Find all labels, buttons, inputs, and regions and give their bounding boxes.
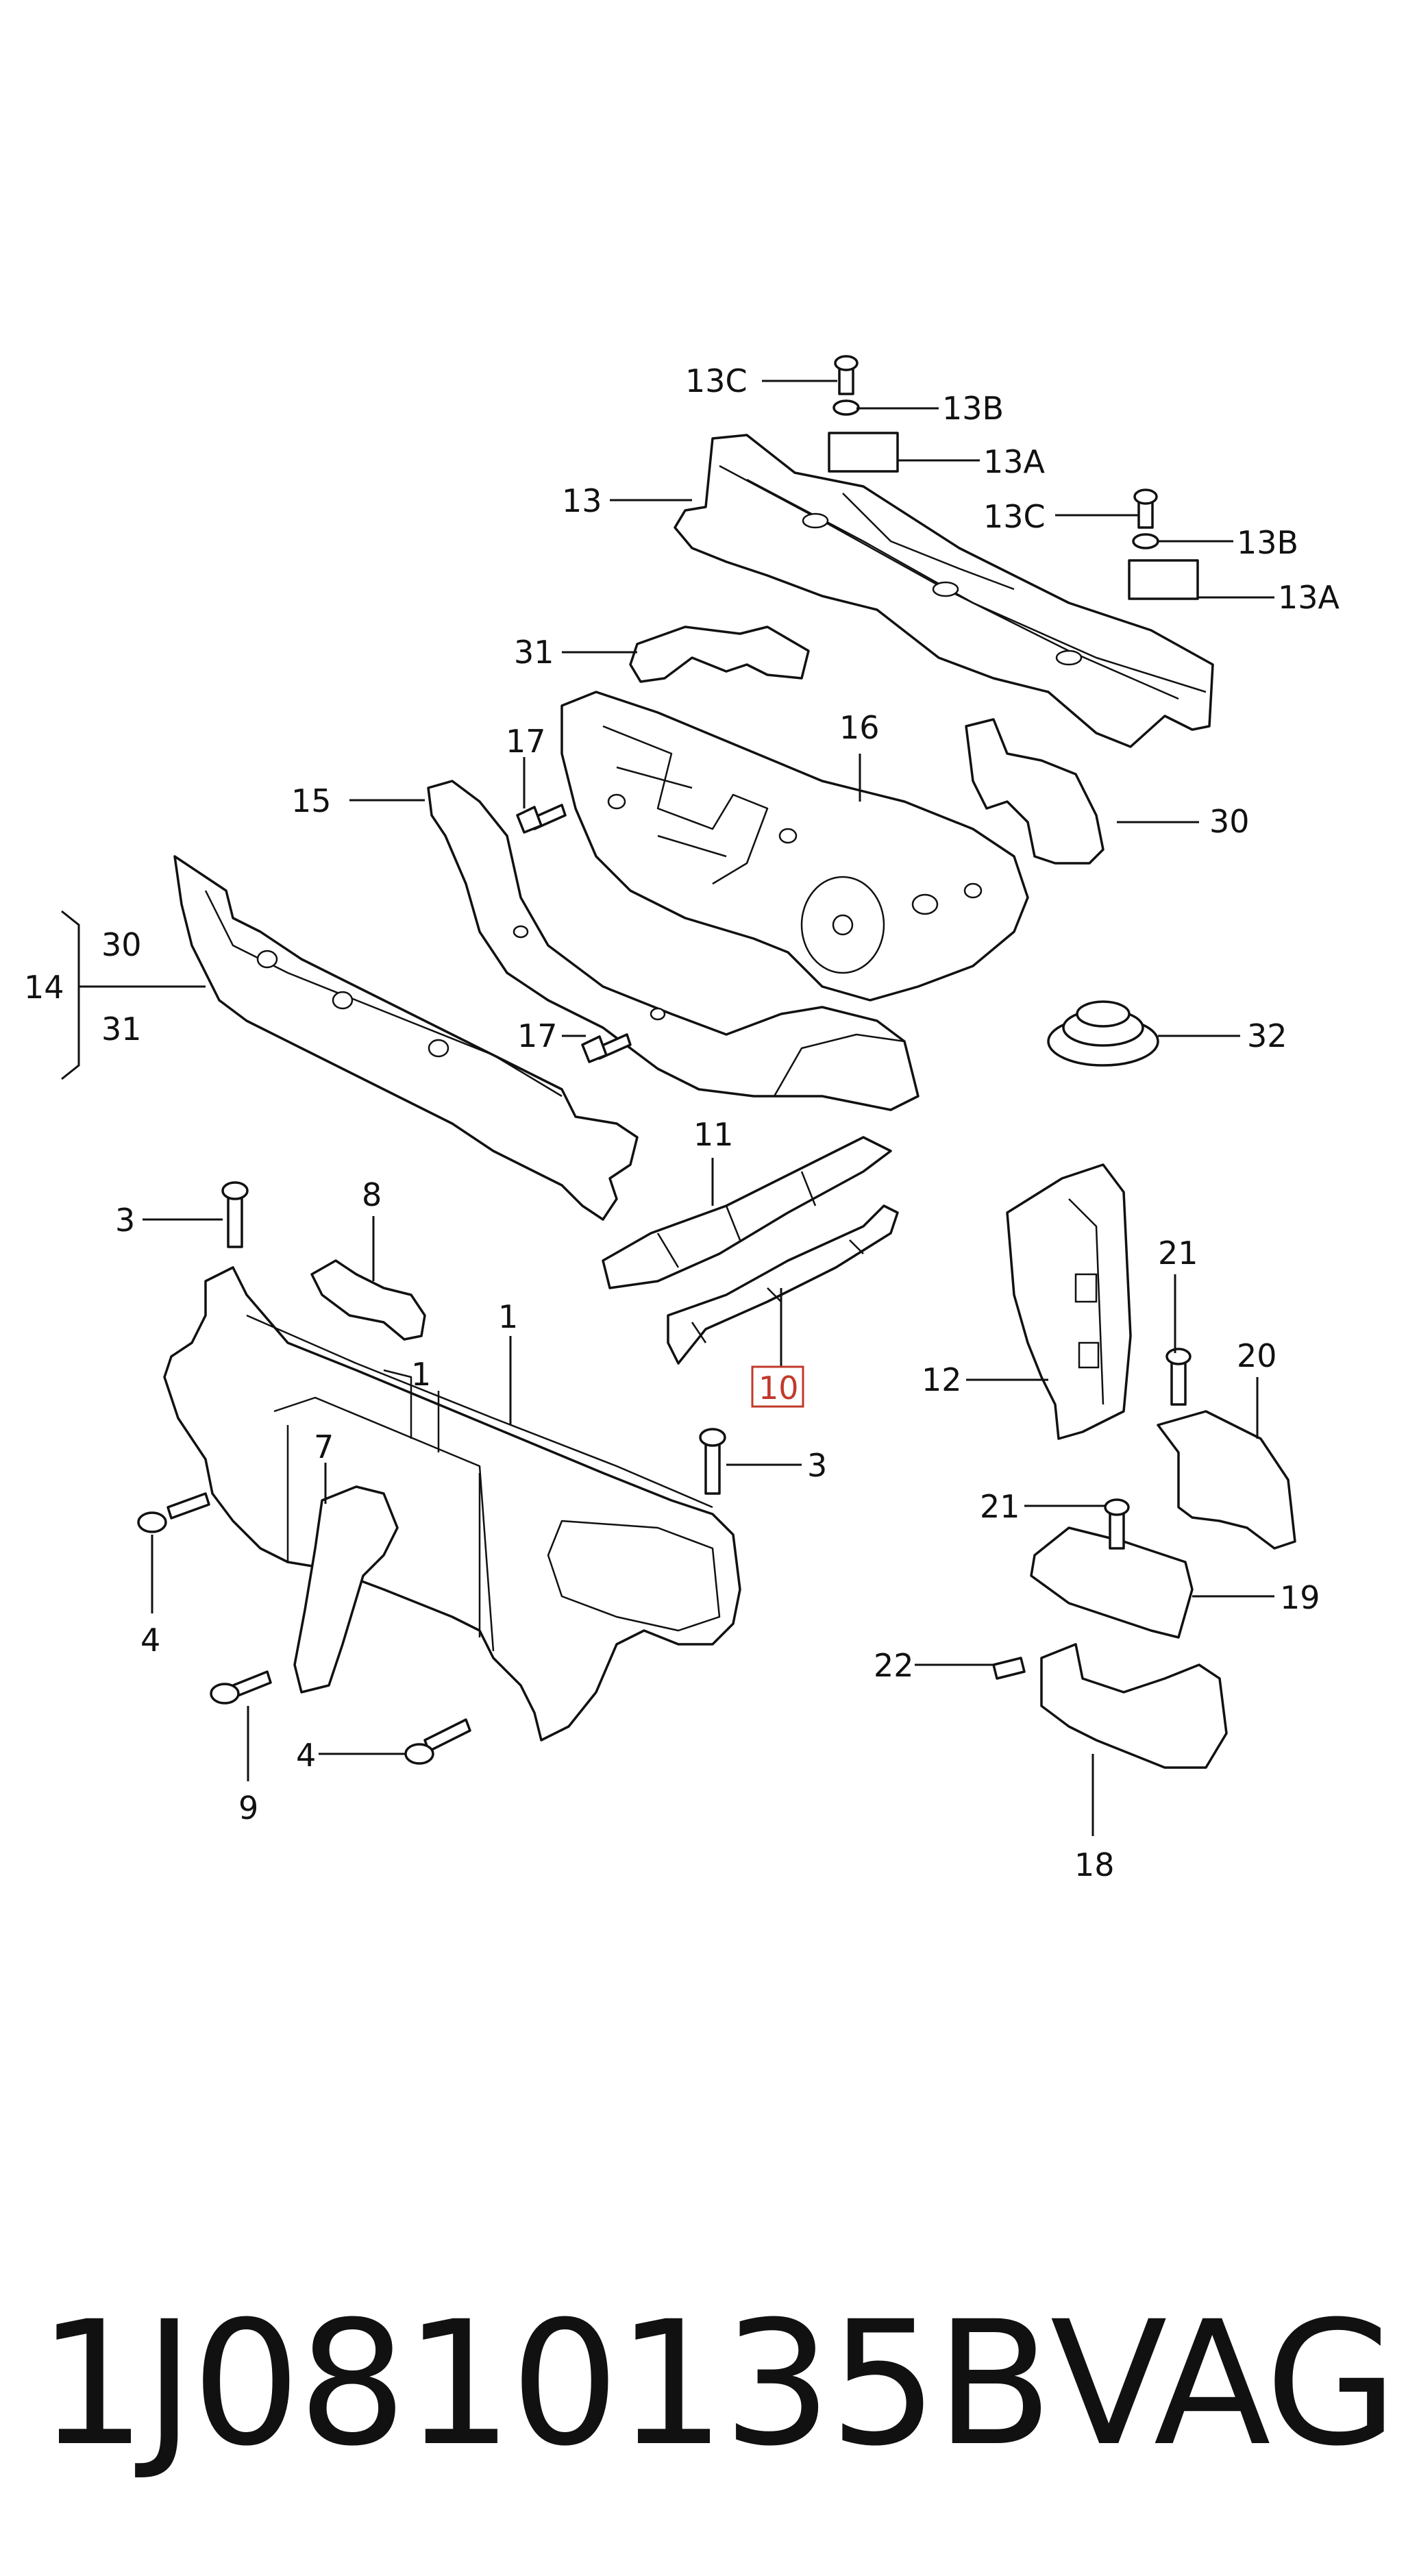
callout-1-b[interactable]: 1 xyxy=(411,1356,431,1393)
callout-13a-b[interactable]: 13A xyxy=(1278,579,1340,616)
callout-32[interactable]: 32 xyxy=(1247,1017,1287,1054)
part-17-screw-a xyxy=(516,804,567,834)
callout-19[interactable]: 19 xyxy=(1280,1579,1320,1616)
part-3-screw-b xyxy=(699,1428,726,1495)
part-12-side-plate xyxy=(1006,1163,1132,1440)
part-3-screw-a xyxy=(221,1181,249,1248)
svg-text:10: 10 xyxy=(758,1370,799,1407)
brand-label: VAG xyxy=(1050,2284,1398,2484)
leader-lines xyxy=(61,380,1274,1836)
part-19-bracket xyxy=(1030,1526,1194,1639)
part-14-bulkhead-insulation xyxy=(173,855,639,1221)
callout-11[interactable]: 11 xyxy=(693,1116,734,1153)
callout-31-left[interactable]: 31 xyxy=(101,1011,142,1048)
callout-3-b[interactable]: 3 xyxy=(807,1447,827,1484)
callout-3-a[interactable]: 3 xyxy=(115,1202,135,1239)
callout-30-left[interactable]: 30 xyxy=(101,926,142,963)
callout-4-b[interactable]: 4 xyxy=(296,1737,316,1774)
callout-17-a[interactable]: 17 xyxy=(506,723,546,760)
part-30-bracket xyxy=(965,718,1105,865)
part-13-cowl-panel xyxy=(674,432,1214,748)
callout-16[interactable]: 16 xyxy=(839,709,880,746)
callout-21-b[interactable]: 21 xyxy=(980,1488,1020,1525)
part-21-screw-b xyxy=(1104,1498,1130,1550)
part-13b-washer-b xyxy=(1132,533,1159,549)
callout-13a-a[interactable]: 13A xyxy=(983,443,1046,480)
part-10-reinforcement[interactable] xyxy=(667,1204,899,1365)
part-8-clip xyxy=(310,1259,426,1341)
part-9-screw xyxy=(210,1670,272,1705)
part-18-bracket xyxy=(1040,1643,1228,1769)
callout-12[interactable]: 12 xyxy=(922,1361,962,1398)
callout-30-right[interactable]: 30 xyxy=(1209,803,1250,840)
callout-1-a[interactable]: 1 xyxy=(498,1298,518,1335)
callout-13c-a[interactable]: 13C xyxy=(685,362,748,399)
callout-4-a[interactable]: 4 xyxy=(140,1622,160,1659)
part-13a-clip-b xyxy=(1128,559,1199,600)
part-22-screw xyxy=(992,1657,1026,1680)
callout-8[interactable]: 8 xyxy=(362,1176,382,1213)
callout-13b-a[interactable]: 13B xyxy=(942,390,1004,427)
part-20-bracket xyxy=(1157,1410,1296,1550)
part-13c-screw-a xyxy=(834,355,859,395)
part-13b-washer-a xyxy=(832,399,860,416)
callout-17-b[interactable]: 17 xyxy=(517,1017,558,1054)
callout-15[interactable]: 15 xyxy=(291,782,332,819)
part-16-bulkhead-mat xyxy=(560,691,1029,1002)
part-15-bulkhead-cover xyxy=(427,780,920,1111)
part-1-front-panel xyxy=(163,1266,741,1742)
callout-31-top[interactable]: 31 xyxy=(514,634,554,671)
footer: 1J0810135B VAG xyxy=(38,2281,1398,2487)
part-17-screw-b xyxy=(581,1033,632,1063)
callout-13[interactable]: 13 xyxy=(562,482,602,519)
part-number: 1J0810135B xyxy=(38,2284,1053,2484)
callout-18[interactable]: 18 xyxy=(1074,1846,1115,1883)
part-4-screw-b xyxy=(404,1718,471,1765)
part-31-insulation-top xyxy=(629,626,810,683)
part-4-screw-a xyxy=(137,1492,210,1533)
callout-13b-b[interactable]: 13B xyxy=(1237,524,1298,561)
callout-9[interactable]: 9 xyxy=(238,1789,258,1826)
callout-labels: 13C 13B 13A 13 13C 13B 13A 31 16 17 15 3… xyxy=(24,362,1340,1883)
part-21-screw-a xyxy=(1165,1348,1192,1406)
callout-10-highlighted[interactable]: 10 xyxy=(751,1365,804,1408)
part-7-center-strut xyxy=(293,1485,399,1694)
part-13a-clip-a xyxy=(828,432,899,473)
callout-20[interactable]: 20 xyxy=(1237,1337,1277,1374)
callout-21-a[interactable]: 21 xyxy=(1158,1235,1198,1272)
callout-14[interactable]: 14 xyxy=(24,969,64,1006)
callout-13c-b[interactable]: 13C xyxy=(983,498,1046,535)
callout-22[interactable]: 22 xyxy=(874,1647,914,1684)
part-32-grommet xyxy=(1047,1000,1159,1067)
callout-7[interactable]: 7 xyxy=(314,1428,334,1465)
part-13c-screw-b xyxy=(1133,488,1158,529)
part-11-side-member xyxy=(602,1136,892,1289)
